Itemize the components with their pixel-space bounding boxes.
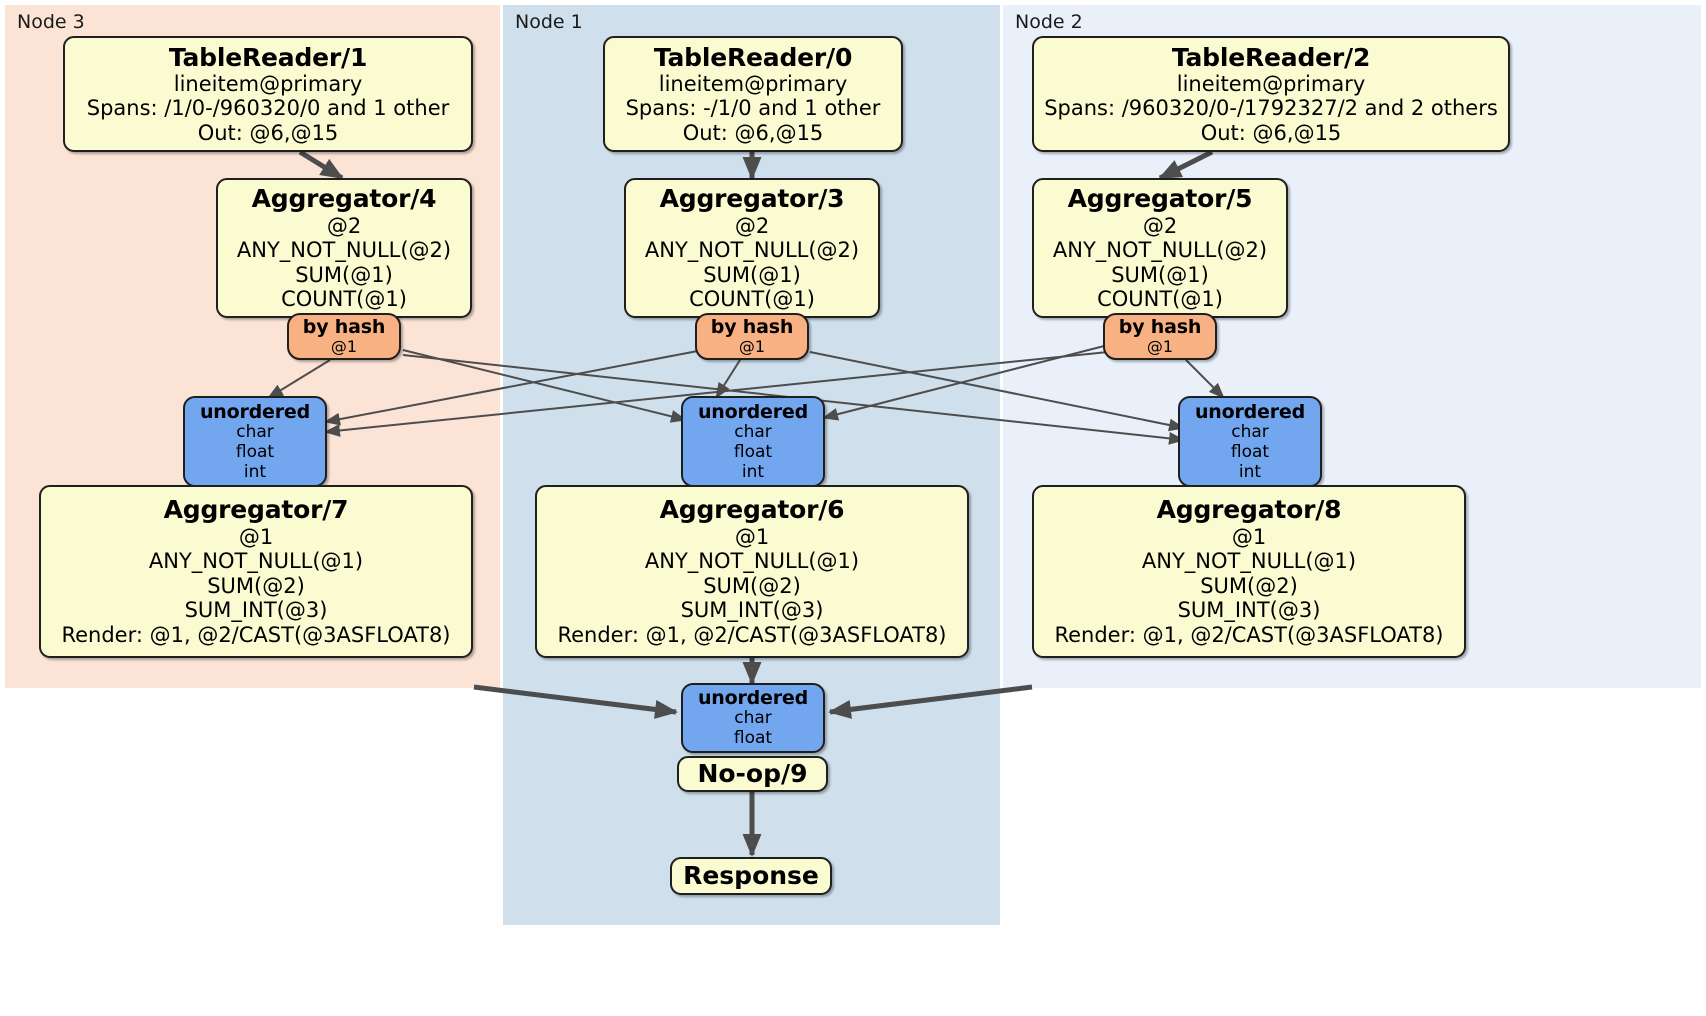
table-reader-1-out: Out: @6,@15 [197,120,339,145]
table-reader-0-box[interactable]: TableReader/0 lineitem@primary Spans: -/… [603,36,903,152]
node-panel-1-label: Node 1 [515,11,583,33]
table-reader-1-table: lineitem@primary [173,71,363,96]
aggregator-3-agg1: ANY_NOT_NULL(@2) [644,238,860,263]
stream-unordered-6[interactable]: unordered char float int [681,396,825,487]
stream-unordered-6-type2: float [733,441,773,462]
aggregator-3-box[interactable]: Aggregator/3 @2 ANY_NOT_NULL(@2) SUM(@1)… [624,178,880,318]
aggregator-8-box[interactable]: Aggregator/8 @1 ANY_NOT_NULL(@1) SUM(@2)… [1032,485,1466,658]
router-by-hash-4-title: by hash [302,316,386,339]
aggregator-5-title: Aggregator/5 [1067,184,1253,214]
router-by-hash-4-detail: @1 [330,337,358,357]
table-reader-0-title: TableReader/0 [653,42,853,72]
table-reader-0-out: Out: @6,@15 [682,120,824,145]
stream-unordered-7[interactable]: unordered char float int [183,396,327,487]
aggregator-7-render: Render: @1, @2/CAST(@3ASFLOAT8) [61,622,451,647]
stream-unordered-final[interactable]: unordered char float [681,683,825,753]
table-reader-1-box[interactable]: TableReader/1 lineitem@primary Spans: /1… [63,36,473,152]
table-reader-1-title: TableReader/1 [168,42,368,72]
aggregator-6-group: @1 [734,524,770,549]
node-panel-2-label: Node 2 [1015,11,1083,33]
stream-unordered-8-title: unordered [1194,400,1306,423]
stream-unordered-7-type2: float [235,441,275,462]
response-box[interactable]: Response [670,857,832,895]
stream-unordered-8-type3: int [1238,461,1262,482]
router-by-hash-5-detail: @1 [1146,337,1174,357]
stream-unordered-final-title: unordered [697,687,809,710]
stream-unordered-6-type3: int [741,461,765,482]
stream-unordered-6-type1: char [734,421,772,442]
router-by-hash-3-title: by hash [710,316,794,339]
no-op-9-box[interactable]: No-op/9 [677,756,828,792]
table-reader-2-out: Out: @6,@15 [1200,120,1342,145]
stream-unordered-8[interactable]: unordered char float int [1178,396,1322,487]
table-reader-2-spans: Spans: /960320/0-/1792327/2 and 2 others [1044,96,1498,121]
aggregator-8-title: Aggregator/8 [1156,495,1342,525]
aggregator-7-group: @1 [238,524,274,549]
aggregator-4-group: @2 [326,213,362,238]
stream-unordered-final-type1: char [734,708,772,729]
aggregator-8-agg3: SUM_INT(@3) [1177,598,1321,623]
table-reader-2-table: lineitem@primary [1176,71,1366,96]
router-by-hash-5-title: by hash [1118,316,1202,339]
stream-unordered-8-type2: float [1230,441,1270,462]
aggregator-8-group: @1 [1231,524,1267,549]
aggregator-7-agg2: SUM(@2) [207,573,305,598]
aggregator-7-agg1: ANY_NOT_NULL(@1) [148,549,364,574]
aggregator-7-title: Aggregator/7 [163,495,349,525]
node-panel-3-label: Node 3 [17,11,85,33]
aggregator-7-box[interactable]: Aggregator/7 @1 ANY_NOT_NULL(@1) SUM(@2)… [39,485,473,658]
aggregator-4-agg1: ANY_NOT_NULL(@2) [236,238,452,263]
aggregator-3-agg3: COUNT(@1) [689,287,815,312]
aggregator-8-agg2: SUM(@2) [1200,573,1298,598]
stream-unordered-6-title: unordered [697,400,809,423]
stream-unordered-7-title: unordered [199,400,311,423]
stream-unordered-final-type2: float [733,728,773,749]
table-reader-0-table: lineitem@primary [658,71,848,96]
aggregator-4-agg2: SUM(@1) [295,262,393,287]
aggregator-5-agg3: COUNT(@1) [1097,287,1223,312]
aggregator-5-agg1: ANY_NOT_NULL(@2) [1052,238,1268,263]
aggregator-4-box[interactable]: Aggregator/4 @2 ANY_NOT_NULL(@2) SUM(@1)… [216,178,472,318]
router-by-hash-5[interactable]: by hash @1 [1103,313,1217,360]
aggregator-7-agg3: SUM_INT(@3) [184,598,328,623]
response-title: Response [683,861,819,891]
aggregator-5-box[interactable]: Aggregator/5 @2 ANY_NOT_NULL(@2) SUM(@1)… [1032,178,1288,318]
table-reader-0-spans: Spans: -/1/0 and 1 other [625,96,881,121]
stream-unordered-8-type1: char [1231,421,1269,442]
aggregator-3-group: @2 [734,213,770,238]
aggregator-6-agg3: SUM_INT(@3) [680,598,824,623]
aggregator-5-group: @2 [1142,213,1178,238]
table-reader-1-spans: Spans: /1/0-/960320/0 and 1 other [86,96,450,121]
aggregator-3-title: Aggregator/3 [659,184,845,214]
no-op-9-title: No-op/9 [697,759,808,789]
stream-unordered-7-type1: char [236,421,274,442]
aggregator-6-agg2: SUM(@2) [703,573,801,598]
aggregator-3-agg2: SUM(@1) [703,262,801,287]
aggregator-6-box[interactable]: Aggregator/6 @1 ANY_NOT_NULL(@1) SUM(@2)… [535,485,969,658]
table-reader-2-box[interactable]: TableReader/2 lineitem@primary Spans: /9… [1032,36,1510,152]
aggregator-6-title: Aggregator/6 [659,495,845,525]
aggregator-8-agg1: ANY_NOT_NULL(@1) [1141,549,1357,574]
aggregator-6-render: Render: @1, @2/CAST(@3ASFLOAT8) [557,622,947,647]
router-by-hash-3[interactable]: by hash @1 [695,313,809,360]
router-by-hash-3-detail: @1 [738,337,766,357]
router-by-hash-4[interactable]: by hash @1 [287,313,401,360]
aggregator-4-agg3: COUNT(@1) [281,287,407,312]
aggregator-8-render: Render: @1, @2/CAST(@3ASFLOAT8) [1054,622,1444,647]
aggregator-6-agg1: ANY_NOT_NULL(@1) [644,549,860,574]
aggregator-5-agg2: SUM(@1) [1111,262,1209,287]
table-reader-2-title: TableReader/2 [1171,42,1371,72]
stream-unordered-7-type3: int [243,461,267,482]
aggregator-4-title: Aggregator/4 [251,184,437,214]
